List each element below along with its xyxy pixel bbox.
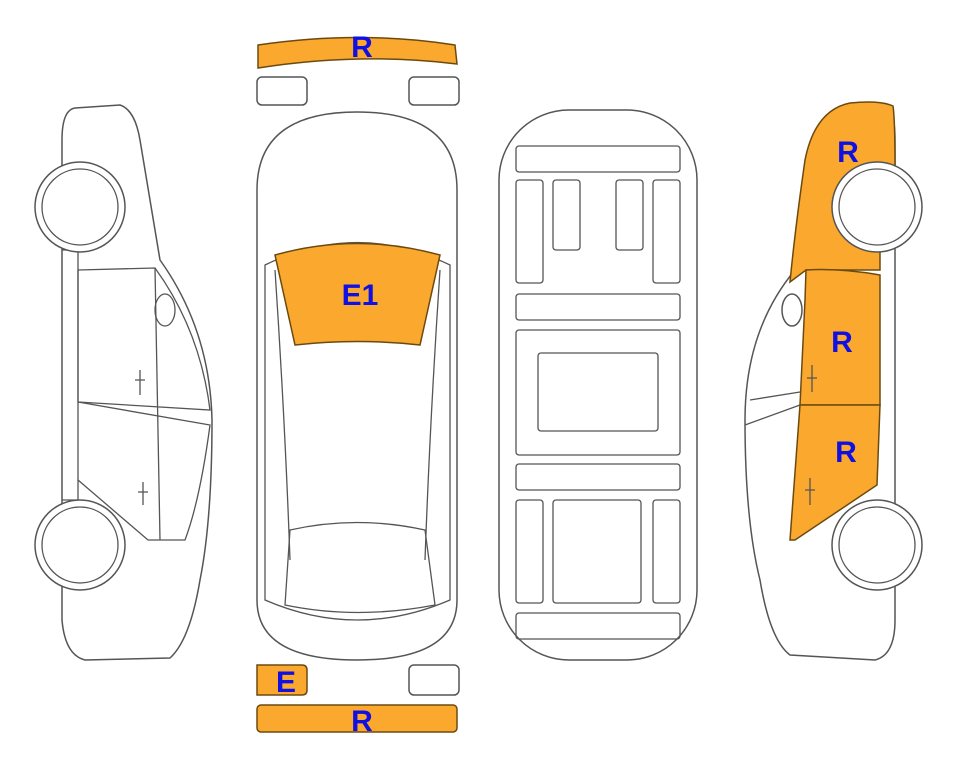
left-side-view [34,104,213,661]
rear-bumper-code: R [351,705,373,738]
right-fender-code: R [837,136,859,169]
right-rear-wheel [831,499,923,591]
rear-left-light[interactable] [256,664,308,696]
windshield[interactable] [274,242,441,346]
right-rear-door-code: R [835,436,857,469]
front-right-light [408,76,460,106]
rear-bumper[interactable] [256,704,458,733]
rear-left-light-code: E [276,666,296,699]
underbody-view [498,109,698,661]
rear-right-light [408,664,460,696]
right-rear-door[interactable] [789,404,881,541]
right-front-wheel [831,161,923,253]
front-bumper-code: R [351,31,373,64]
front-left-light [256,76,308,106]
windshield-code: E1 [342,279,379,312]
top-view: R E1 E R [256,31,460,738]
right-side-view: R R R [744,101,923,661]
front-bumper[interactable] [257,36,458,69]
left-front-wheel [34,161,126,253]
left-rear-wheel [34,499,126,591]
right-front-door-code: R [831,326,853,359]
